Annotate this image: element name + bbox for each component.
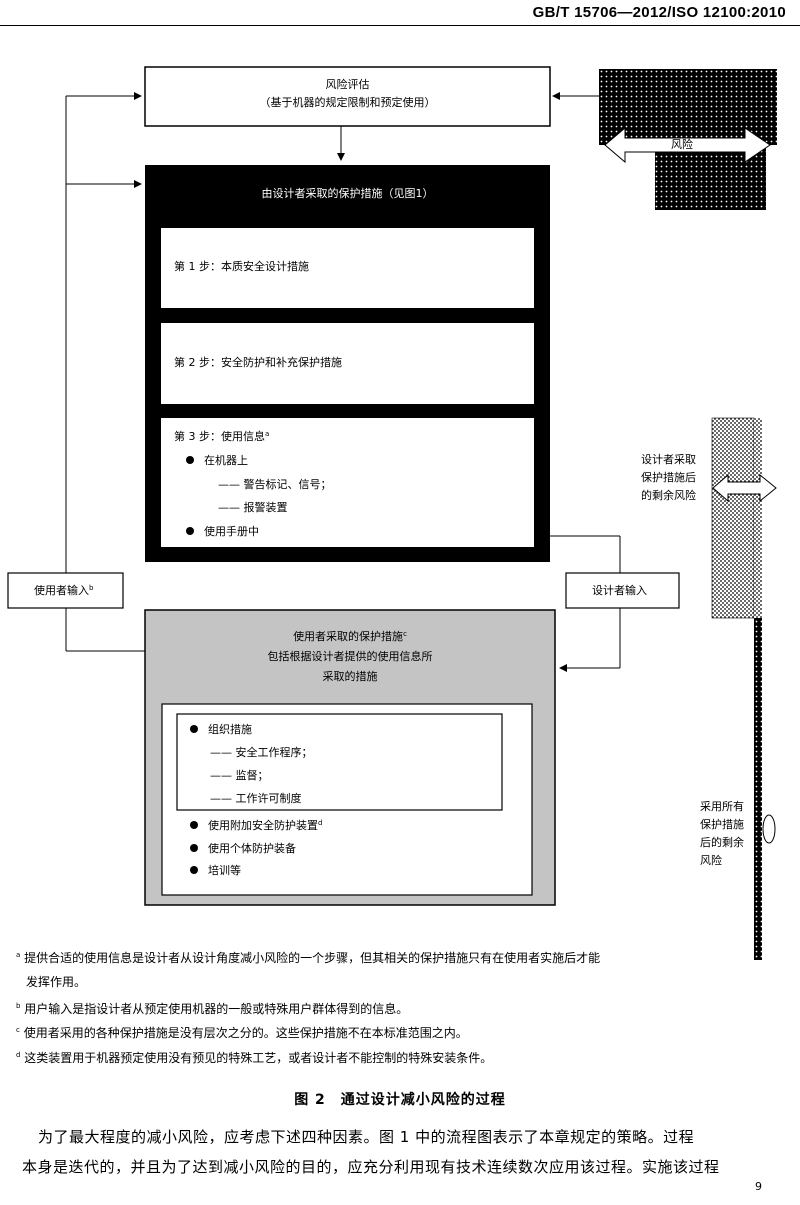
org-measures-box: [176, 713, 503, 811]
residual-all-line-1: 采用所有: [700, 800, 744, 813]
figure-caption: 图 2 通过设计减小风险的过程: [294, 1092, 506, 1108]
standard-header: GB/T 15706—2012/ISO 12100:2010: [532, 4, 786, 21]
bullet-icon: [186, 527, 194, 535]
bullet-icon: [190, 866, 198, 874]
user-measures-line3: 采取的措施: [322, 670, 378, 683]
designer-input-label: 设计者输入: [592, 584, 647, 597]
residual-after-design-area: [711, 417, 755, 619]
risk-reduction-diagram: [7, 66, 777, 960]
user-input-label: 使用者输入b: [34, 584, 94, 597]
org-item-3: —— 工作许可制度: [210, 792, 302, 805]
risk-double-arrow: [604, 126, 771, 164]
footnote-a-cont: 发挥作用。: [26, 975, 87, 989]
risk-label: 风险: [671, 138, 693, 151]
designer-input-box: [565, 572, 680, 609]
user-input-box: [7, 572, 124, 609]
footnote-a: a 提供合适的使用信息是设计者从设计角度减小风险的一个步骤，但其相关的保护措施只…: [16, 951, 601, 965]
step3-manual: 使用手册中: [186, 523, 259, 541]
step3-alarm: —— 报警装置: [218, 501, 288, 514]
user-measures-title: 使用者采取的保护措施c: [293, 630, 407, 643]
footnote-d: d 这类装置用于机器预定使用没有预见的特殊工艺，或者设计者不能控制的特殊安装条件…: [16, 1051, 493, 1065]
risk-assessment-subtitle: （基于机器的规定限制和预定使用）: [259, 96, 436, 109]
residual-all-line-4: 风险: [700, 854, 722, 867]
user-measures-line2: 包括根据设计者提供的使用信息所: [267, 650, 433, 663]
org-item-1: —— 安全工作程序；: [210, 746, 313, 759]
org-measures-label: 组织措施: [190, 721, 252, 739]
bullet-icon: [190, 821, 198, 829]
step3-box: [161, 418, 534, 547]
risk-assessment-box: [144, 66, 551, 127]
step2-box: [161, 323, 534, 404]
residual-all-line-3: 后的剩余: [700, 836, 744, 849]
org-item-2: —— 监督；: [210, 769, 269, 782]
residual-design-line-2: 保护措施后: [641, 471, 696, 484]
training-label: 培训等: [190, 862, 241, 880]
residual-double-arrow: [712, 473, 777, 503]
residual-after-design-strip: [754, 418, 762, 618]
body-line-1: 为了最大程度的减小风险，应考虑下述四种因素。图 1 中的流程图表示了本章规定的策…: [38, 1128, 695, 1146]
footnote-b: b 用户输入是指设计者从预定使用机器的一般或特殊用户群体得到的信息。: [16, 1002, 409, 1016]
step2-label: 第 2 步：安全防护和补充保护措施: [174, 356, 342, 369]
ppe-label: 使用个体防护装备: [190, 840, 296, 858]
residual-design-line-3: 的剩余风险: [641, 489, 696, 502]
bullet-icon: [190, 725, 198, 733]
step3-warning-signs: —— 警告标记、信号；: [218, 478, 332, 491]
step3-note: a: [265, 430, 270, 438]
page-number: 9: [755, 1180, 762, 1193]
step1-box: [161, 228, 534, 308]
remaining-risk-marker: [762, 814, 776, 844]
body-line-2: 本身是迭代的，并且为了达到减小风险的目的，应充分利用现有技术连续数次应用该过程。…: [22, 1158, 720, 1176]
footnote-c: c 使用者采用的各种保护措施是没有层次之分的。这些保护措施不在本标准范围之内。: [16, 1026, 468, 1040]
step3-title: 第 3 步：使用信息a: [174, 430, 270, 443]
residual-design-line-1: 设计者采取: [641, 453, 696, 466]
bullet-icon: [190, 844, 198, 852]
residual-all-line-2: 保护措施: [700, 818, 744, 831]
header-rule: [0, 25, 800, 26]
risk-assessment-title: 风险评估: [325, 78, 370, 91]
step3-on-machine: 在机器上: [186, 452, 248, 470]
residual-after-all-area: [754, 618, 762, 960]
bullet-icon: [186, 456, 194, 464]
step1-label: 第 1 步：本质安全设计措施: [174, 260, 309, 273]
extra-guard-label: 使用附加安全防护装置d: [190, 817, 322, 835]
designer-measures-title: 由设计者采取的保护措施（见图1）: [261, 187, 434, 200]
